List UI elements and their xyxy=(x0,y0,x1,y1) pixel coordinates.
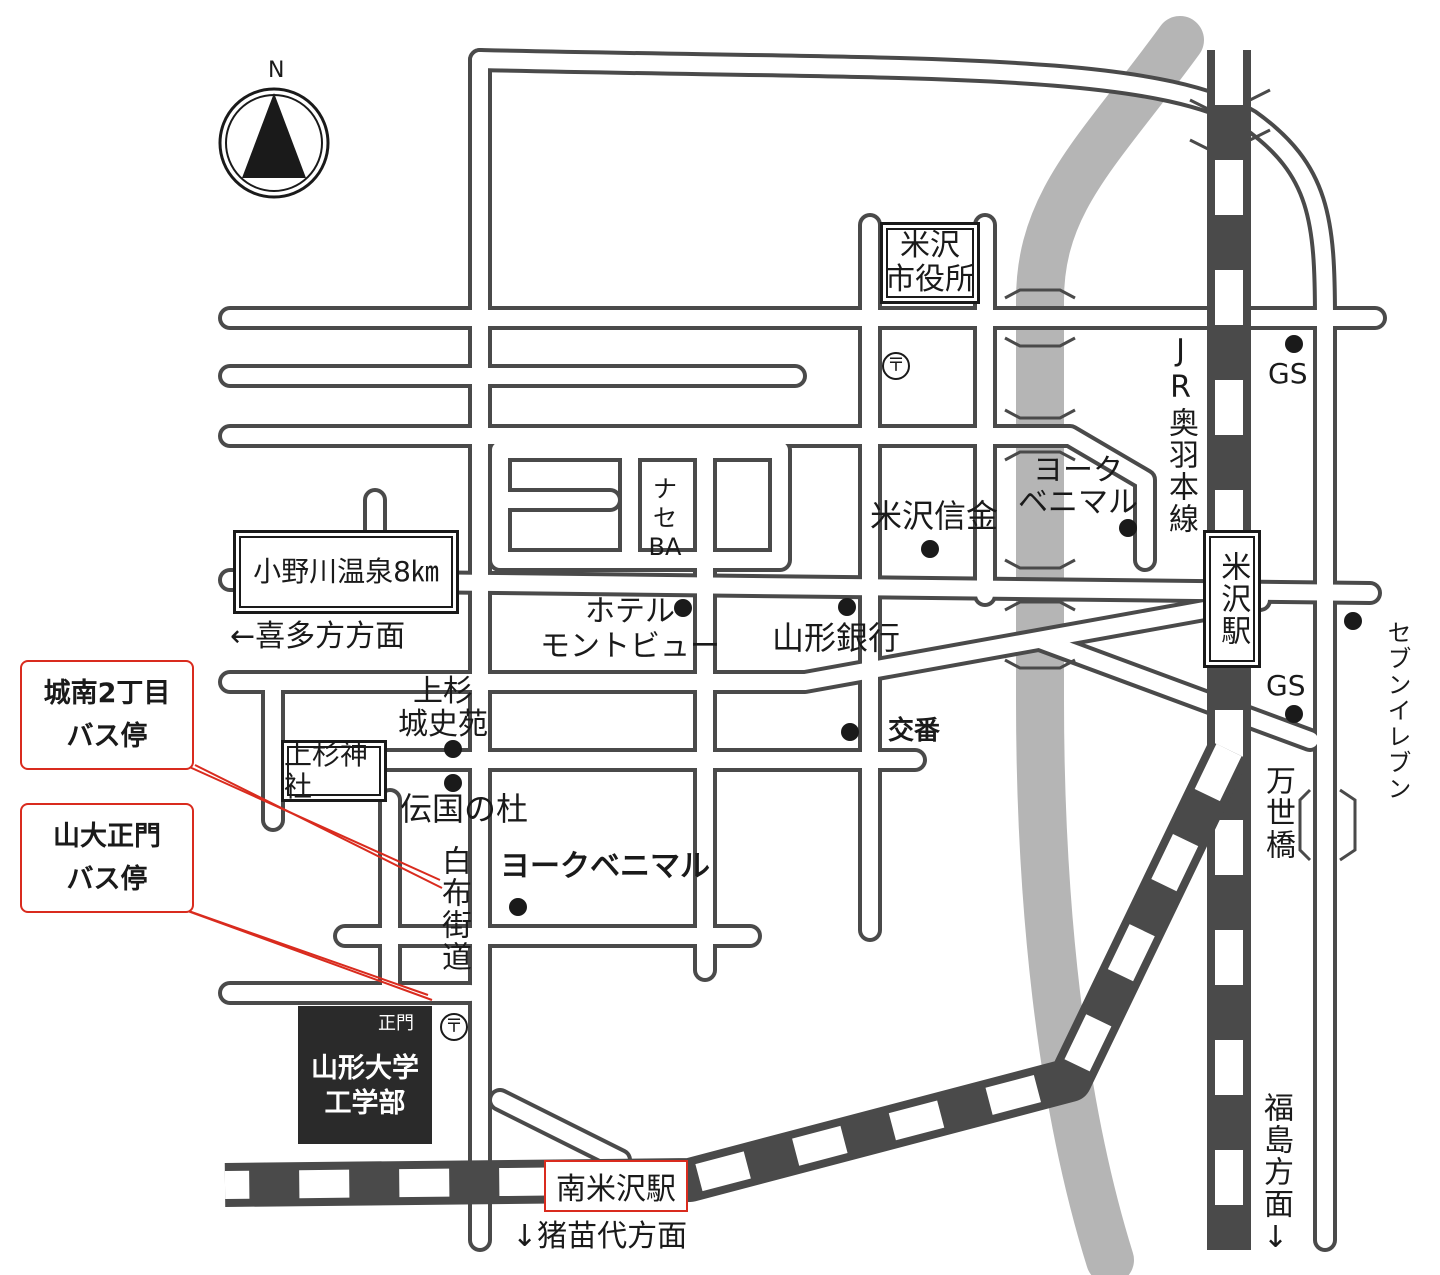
koban-label: 交番 xyxy=(888,716,941,746)
yonezawa-shinkin-marker xyxy=(921,540,939,558)
jr-line-label: JR奥羽本線 xyxy=(1163,333,1198,535)
nase-ba-label: ナ セ BA xyxy=(635,475,695,561)
york-benimaru-north-1: ヨーク xyxy=(1033,453,1123,488)
seven-eleven-label: セブンイレブン xyxy=(1383,620,1411,802)
yamadai-bus-stop-callout: 山大正門 バス停 xyxy=(20,803,194,913)
yamagata-bank-label: 山形銀行 xyxy=(772,619,901,657)
north-label: N xyxy=(268,58,285,83)
river-bridges xyxy=(1004,88,1357,862)
york-benimaru-north-marker xyxy=(1119,519,1137,537)
main-gate-label: 正門 xyxy=(378,1013,414,1034)
hotel-label: ホテル モントビュー xyxy=(540,594,720,664)
york-benimaru-south-label: ヨークベニマル xyxy=(500,849,710,884)
onogawa-label: 小野川温泉8㎞ xyxy=(253,554,439,588)
nase-ba-1: ナ xyxy=(653,475,677,503)
minami-yonezawa-label: 南米沢駅 xyxy=(556,1172,676,1207)
inawashiro-direction: ↓猪苗代方面 xyxy=(512,1219,688,1254)
yonezawa-station-box: 米沢駅 xyxy=(1203,530,1261,668)
compass xyxy=(218,87,330,199)
city-hall-line2: 市役所 xyxy=(885,262,975,297)
callout-leaders xyxy=(179,764,443,1001)
seven-eleven-marker xyxy=(1344,612,1362,630)
york-benimaru-north-label: ヨーク ベニマル xyxy=(1018,455,1138,518)
uesugi-joshien-marker xyxy=(444,740,462,758)
uesugi-joshien-1: 上杉 xyxy=(413,674,473,709)
kitakata-direction: ←喜多方方面 xyxy=(230,619,406,654)
city-hall-box: 米沢 市役所 xyxy=(880,222,980,304)
gs-north-label: GS xyxy=(1268,357,1308,390)
denkoku-marker xyxy=(444,774,462,792)
uesugi-joshien-2: 城史苑 xyxy=(398,707,488,742)
yamadai-callout-line1: 山大正門 xyxy=(53,820,161,852)
university-block: 正門 山形大学 工学部 xyxy=(298,1006,432,1144)
yamadai-callout-line2: バス停 xyxy=(66,864,148,895)
city-hall-line1: 米沢 xyxy=(900,227,960,263)
uesugi-joshien-label: 上杉 城史苑 xyxy=(398,675,488,741)
uesugi-shrine-box: 上杉神社 xyxy=(281,737,387,803)
nase-ba-2: セ xyxy=(653,503,677,532)
university-line2: 工学部 xyxy=(324,1088,406,1119)
onogawa-box: 小野川温泉8㎞ xyxy=(233,530,459,614)
minami-yonezawa-station-box: 南米沢駅 xyxy=(544,1160,688,1212)
yamagata-bank-marker xyxy=(838,598,856,616)
uesugi-shrine-label: 上杉神社 xyxy=(284,737,369,803)
main-gate-post-icon: 〒 xyxy=(440,1013,468,1041)
jonan-bus-stop-callout: 城南2丁目 バス停 xyxy=(20,660,194,770)
york-benimaru-south-marker xyxy=(509,898,527,916)
jonan-callout-line2: バス停 xyxy=(66,721,148,752)
hotel-marker xyxy=(674,599,692,617)
shirofu-kaido-label: 白布街道 xyxy=(436,845,471,973)
branch-line-dark xyxy=(224,740,1249,1207)
hotel-line2: モントビュー xyxy=(540,628,720,664)
mansei-bridge-label: 万世橋 xyxy=(1260,765,1295,861)
river xyxy=(1016,16,1204,1275)
fukushima-direction: 福島方面↓ xyxy=(1258,1092,1293,1257)
york-benimaru-north-2: ベニマル xyxy=(1018,484,1138,520)
university-line1: 山形大学 xyxy=(311,1052,419,1084)
koban-marker xyxy=(841,723,859,741)
post-office-icon: 〒 xyxy=(882,352,910,380)
hotel-line1: ホテル xyxy=(585,594,675,629)
denkoku-label: 伝国の杜 xyxy=(400,790,529,828)
yonezawa-station-label: 米沢駅 xyxy=(1215,551,1251,647)
jonan-callout-line1: 城南2丁目 xyxy=(43,677,171,709)
roads-fill xyxy=(222,52,1383,1248)
nase-ba-3: BA xyxy=(648,532,682,561)
gs-north-marker xyxy=(1285,335,1303,353)
yonezawa-shinkin-label: 米沢信金 xyxy=(870,497,999,535)
gs-south-marker xyxy=(1285,705,1303,723)
gs-south-label: GS xyxy=(1266,669,1306,702)
